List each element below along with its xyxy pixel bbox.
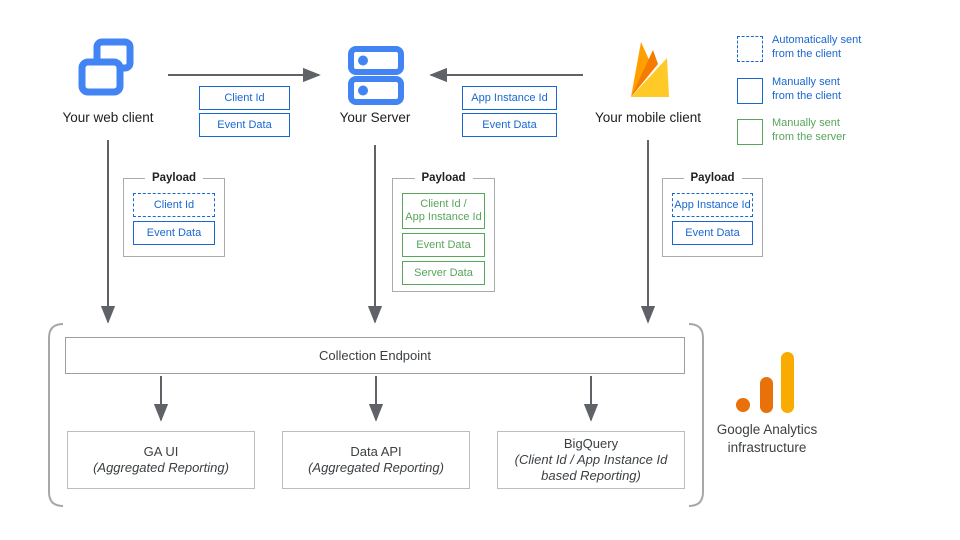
legend-swatch-manual-server xyxy=(737,119,763,145)
payload-web-title: Payload xyxy=(144,172,204,184)
collection-endpoint-box: Collection Endpoint xyxy=(65,337,685,374)
firebase-icon xyxy=(631,42,669,97)
payload-server-title: Payload xyxy=(414,172,473,184)
flow-label-event-data-mobile: Event Data xyxy=(462,113,557,137)
data-api-box: Data API (Aggregated Reporting) xyxy=(282,431,470,489)
flow-label-client-id: Client Id xyxy=(199,86,290,110)
google-analytics-icon xyxy=(736,352,794,413)
data-api-title: Data API xyxy=(350,444,402,459)
legend-swatch-manual-client xyxy=(737,78,763,104)
payload-web-event-data: Event Data xyxy=(133,221,215,245)
server-icon xyxy=(348,46,404,105)
legend-label-manual-server: Manually sent from the server xyxy=(772,117,846,143)
payload-mobile: Payload App Instance Id Event Data xyxy=(662,172,763,257)
payload-mobile-event-data: Event Data xyxy=(672,221,753,245)
payload-mobile-app-instance-id: App Instance Id xyxy=(672,193,753,217)
payload-web-client-id: Client Id xyxy=(133,193,215,217)
flow-label-event-data-web: Event Data xyxy=(199,113,290,137)
payload-server: Payload Client Id / App Instance Id Even… xyxy=(392,172,495,292)
flow-label-app-instance-id: App Instance Id xyxy=(462,86,557,110)
payload-server-event-data: Event Data xyxy=(402,233,485,257)
ga-infrastructure-label: Google Analytics infrastructure xyxy=(716,422,818,455)
bigquery-title: BigQuery xyxy=(563,436,619,451)
ga-ui-title: GA UI xyxy=(143,444,179,459)
ga-ui-subtitle: (Aggregated Reporting) xyxy=(93,460,229,475)
web-client-label: Your web client xyxy=(62,110,154,125)
bigquery-box: BigQuery (Client Id / App Instance Id ba… xyxy=(497,431,685,489)
bigquery-subtitle: (Client Id / App Instance Id based Repor… xyxy=(514,452,668,483)
bracket-right xyxy=(688,323,704,507)
data-api-subtitle: (Aggregated Reporting) xyxy=(308,460,444,475)
payload-server-ids: Client Id / App Instance Id xyxy=(402,193,485,229)
server-label: Your Server xyxy=(339,110,411,125)
bracket-left xyxy=(48,323,64,507)
payload-server-server-data: Server Data xyxy=(402,261,485,285)
legend-label-auto-client: Automatically sent from the client xyxy=(772,34,862,60)
legend-label-manual-client: Manually sent from the client xyxy=(772,76,842,102)
payload-mobile-title: Payload xyxy=(683,172,742,184)
ga-ui-box: GA UI (Aggregated Reporting) xyxy=(67,431,255,489)
web-client-icon xyxy=(78,38,134,96)
legend-swatch-auto-client xyxy=(737,36,763,62)
payload-web: Payload Client Id Event Data xyxy=(123,172,225,257)
mobile-client-label: Your mobile client xyxy=(594,110,702,125)
